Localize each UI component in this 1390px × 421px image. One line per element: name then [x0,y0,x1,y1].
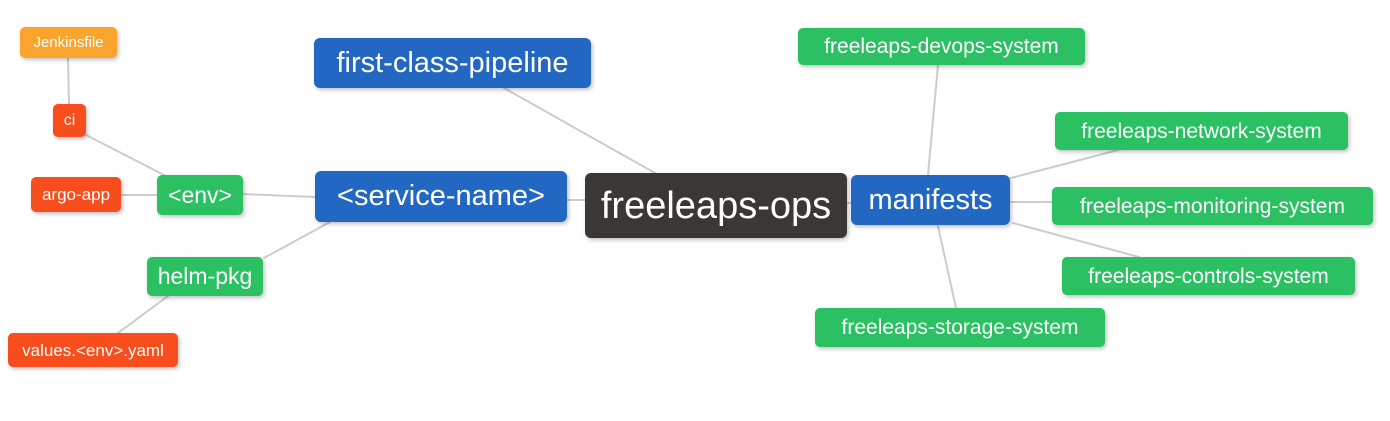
edge-env-service-name [242,193,316,198]
node-jenkinsfile[interactable]: Jenkinsfile [20,27,117,58]
node-service-name[interactable]: <service-name> [315,171,567,222]
node-freeleaps-devops-system[interactable]: freeleaps-devops-system [798,28,1085,65]
node-env[interactable]: <env> [157,175,243,215]
node-helm-pkg[interactable]: helm-pkg [147,257,263,296]
node-first-class-pipeline[interactable]: first-class-pipeline [314,38,591,88]
edge-helm-pkg-values-env-yaml [117,295,169,334]
node-freeleaps-controls-system[interactable]: freeleaps-controls-system [1062,257,1355,295]
edge-first-class-pipeline-freeleaps-ops [503,87,656,174]
node-freeleaps-network-system[interactable]: freeleaps-network-system [1055,112,1348,150]
node-freeleaps-ops-root[interactable]: freeleaps-ops [585,173,847,238]
edge-helm-pkg-service-name [263,221,331,259]
node-manifests[interactable]: manifests [851,175,1010,225]
node-argo-app[interactable]: argo-app [31,177,121,212]
node-ci[interactable]: ci [53,104,86,137]
edge-manifests-controls-system [1012,222,1140,258]
node-freeleaps-storage-system[interactable]: freeleaps-storage-system [815,308,1105,347]
edge-manifests-network-system [1010,148,1123,179]
node-values-env-yaml[interactable]: values.<env>.yaml [8,333,178,367]
edge-manifests-storage-system [937,225,957,309]
edge-jenkinsfile-ci [67,57,70,105]
edge-manifests-devops-system [927,64,939,176]
node-freeleaps-monitoring-system[interactable]: freeleaps-monitoring-system [1052,187,1373,225]
edge-ci-env [85,134,167,177]
